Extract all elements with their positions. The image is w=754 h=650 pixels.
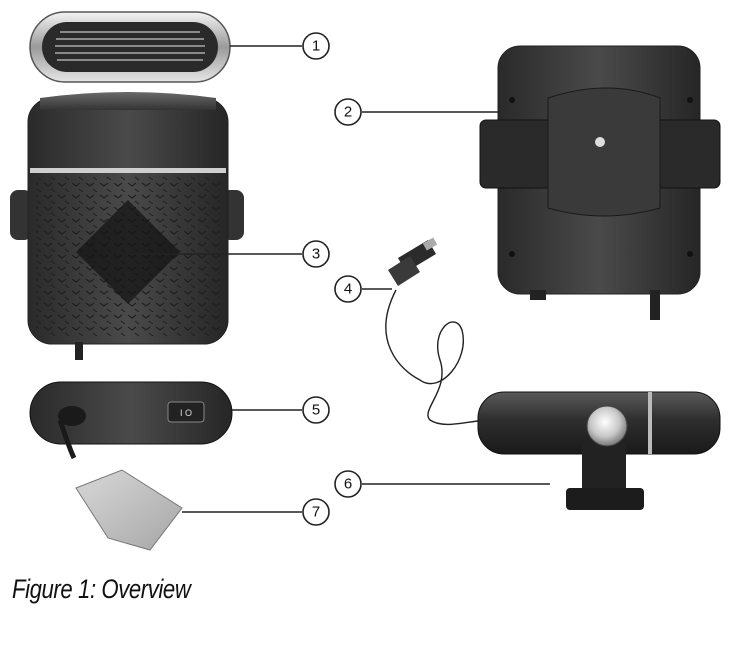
callout-number: 5 (312, 402, 320, 419)
callout-7: 7 (302, 498, 330, 526)
callout-number: 2 (344, 104, 352, 121)
callout-5: 5 (302, 396, 330, 424)
heater-fan-body-illustration (10, 92, 244, 360)
swivel-stand-heater-illustration (477, 391, 721, 510)
callout-number: 3 (312, 246, 320, 263)
callout-4: 4 (334, 275, 362, 303)
callout-3: 3 (302, 240, 330, 268)
cigarette-lighter-plug-illustration (385, 237, 491, 426)
figure-caption: Figure 1: Overview (12, 574, 191, 604)
callout-2: 2 (334, 98, 362, 126)
callout-6: 6 (334, 470, 362, 498)
callout-number: 4 (344, 281, 352, 298)
overview-figure: I O 1 2 3 4 5 (10, 11, 721, 551)
adhesive-pad-illustration (75, 469, 183, 551)
base-with-power-switch-illustration: I O (29, 381, 233, 460)
power-switch-label: I O (180, 408, 192, 418)
callout-number: 7 (312, 504, 320, 521)
callout-1: 1 (302, 32, 330, 60)
front-grille-illustration (29, 11, 231, 83)
callout-number: 1 (312, 38, 320, 55)
callout-number: 6 (344, 476, 352, 493)
leader-lines (128, 45, 550, 513)
rear-mounting-bracket-illustration (479, 45, 721, 320)
